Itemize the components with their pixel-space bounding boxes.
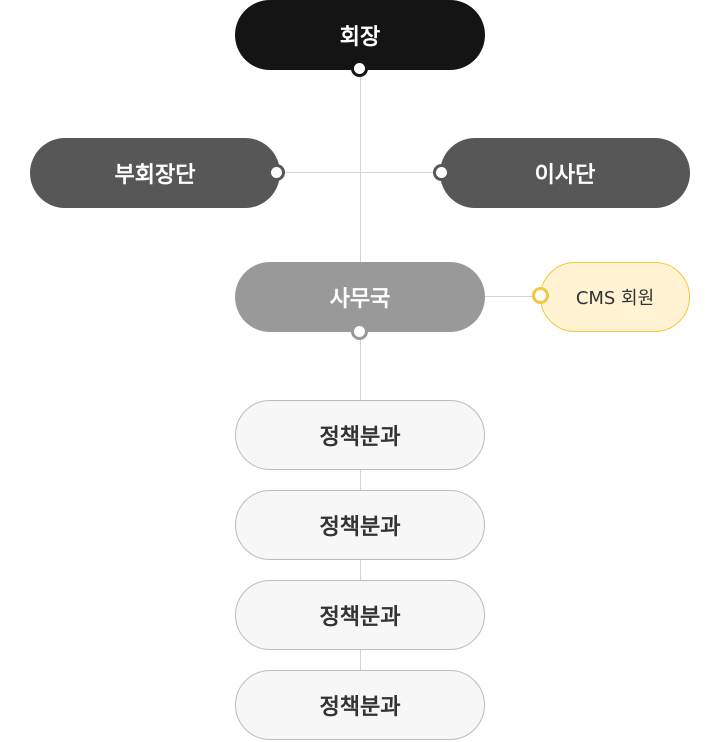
policy-division-node: 정책분과	[235, 670, 485, 740]
board-connector-dot	[433, 164, 450, 181]
policy-division-node: 정책분과	[235, 580, 485, 650]
policy-division-label: 정책분과	[319, 515, 401, 540]
president-label: 회장	[339, 25, 381, 50]
cms-connector-dot	[532, 287, 549, 304]
horizontal-connector-management	[277, 172, 443, 173]
secretariat-node: 사무국	[235, 262, 485, 332]
secretariat-label: 사무국	[329, 287, 391, 312]
board-of-directors-node: 이사단	[440, 138, 690, 208]
cms-members-node: CMS 회원	[540, 262, 690, 332]
policy-division-node: 정책분과	[235, 490, 485, 560]
main-vertical-connector	[360, 69, 361, 689]
vice-presidents-label: 부회장단	[114, 163, 196, 188]
board-of-directors-label: 이사단	[534, 163, 596, 188]
cms-members-label: CMS 회원	[575, 288, 655, 309]
policy-division-label: 정책분과	[319, 695, 401, 720]
policy-division-label: 정책분과	[319, 425, 401, 450]
secretariat-connector-dot	[351, 323, 368, 340]
president-node: 회장	[235, 0, 485, 70]
policy-division-node: 정책분과	[235, 400, 485, 470]
vice-presidents-connector-dot	[268, 164, 285, 181]
vice-presidents-node: 부회장단	[30, 138, 280, 208]
horizontal-connector-cms	[485, 296, 542, 297]
president-connector-dot	[351, 60, 368, 77]
policy-division-label: 정책분과	[319, 605, 401, 630]
